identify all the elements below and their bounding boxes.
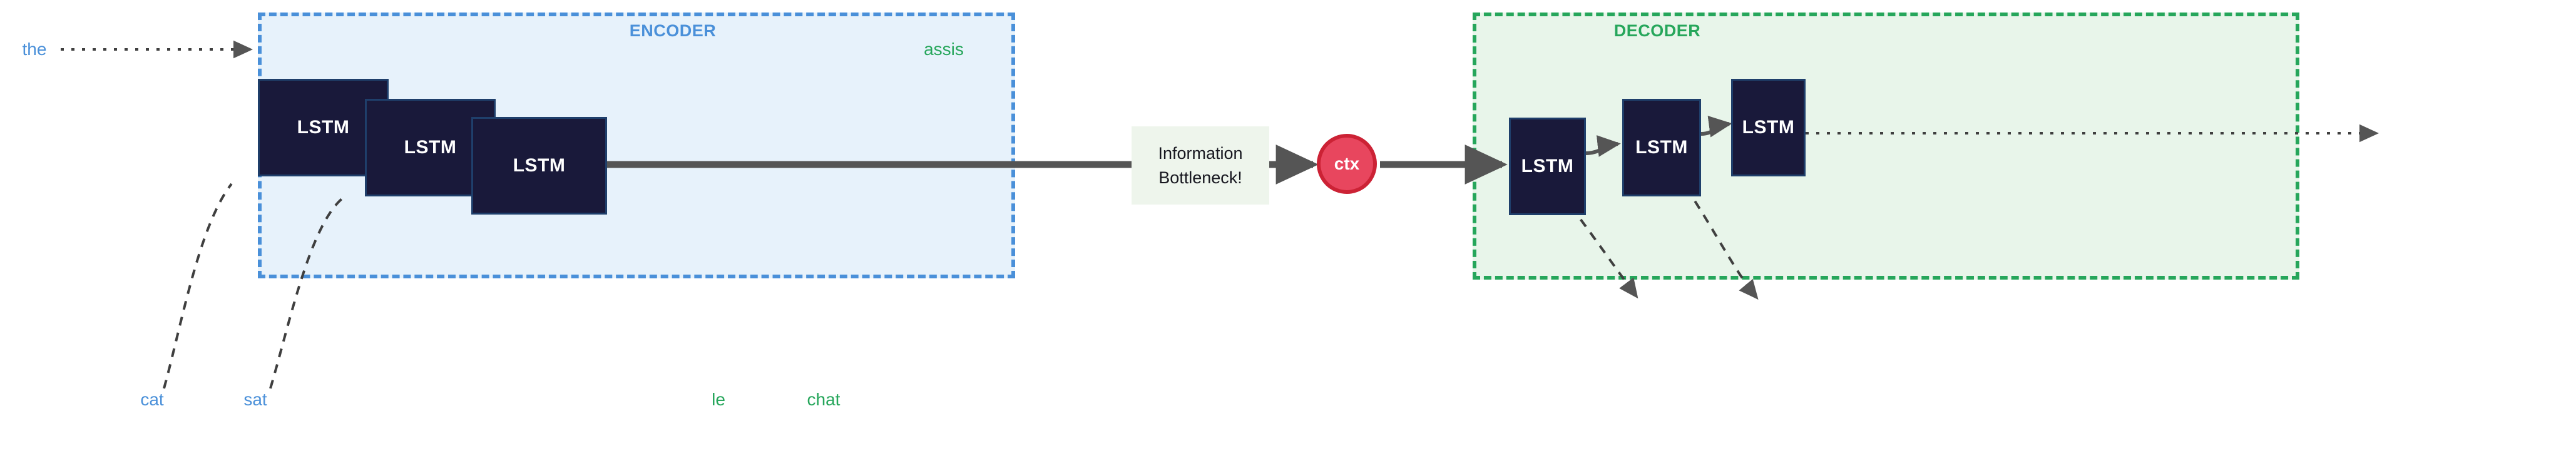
arrow-dec2-to-dec3	[1700, 116, 1732, 138]
bottleneck-line-2: Bottleneck!	[1158, 168, 1242, 187]
arrow-cat-to-enc2	[163, 183, 233, 389]
arrow-dec1-to-le	[1570, 205, 1638, 299]
decoder-lstm-cell-3[interactable]: LSTM	[1731, 79, 1806, 176]
encoder-lstm-cell-3[interactable]: LSTM	[471, 117, 607, 215]
input-token-cat: cat	[140, 390, 164, 409]
arrow-dec2-to-chat	[1685, 186, 1759, 300]
input-token-sat: sat	[243, 390, 267, 409]
arrow-dec1-to-dec2	[1585, 135, 1621, 157]
ctx-node[interactable]: ctx	[1317, 134, 1377, 194]
arrow-sat-to-enc3	[269, 198, 343, 389]
decoder-lstm-cell-1[interactable]: LSTM	[1509, 118, 1586, 215]
decoder-group-title: DECODER	[1613, 21, 1701, 40]
output-token-le: le	[712, 390, 725, 409]
bottleneck-line-1: Information	[1158, 144, 1243, 163]
decoder-lstm-cell-2[interactable]: LSTM	[1622, 99, 1701, 196]
information-bottleneck-label: Information Bottleneck!	[1132, 126, 1269, 205]
arrow-cat-to-enc2-main	[165, 188, 247, 383]
output-token-chat: chat	[807, 390, 841, 409]
input-token-the: the	[22, 39, 47, 59]
encoder-group-title: ENCODER	[629, 21, 717, 40]
output-token-assis: assis	[924, 39, 964, 59]
